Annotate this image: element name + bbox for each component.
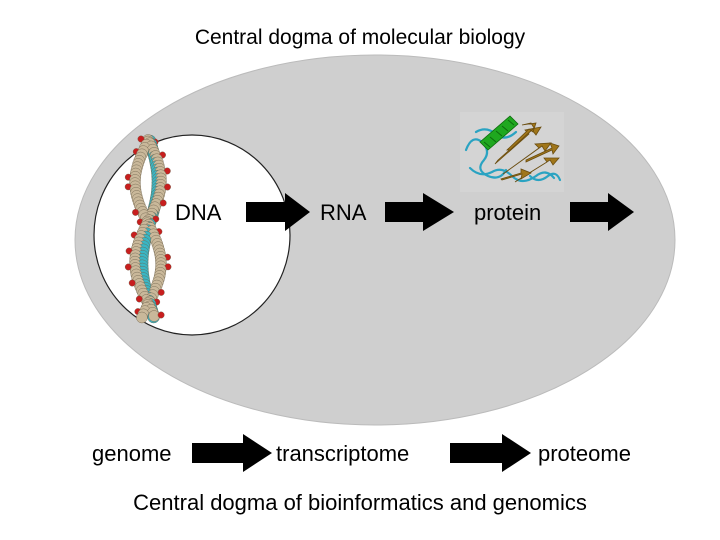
diagram-title: Central dogma of molecular biology (194, 26, 526, 49)
label-rna: RNA (320, 200, 367, 225)
protein-ribbon-structure-icon (460, 112, 564, 192)
diagram-footer: Central dogma of bioinformatics and geno… (133, 490, 587, 515)
label-protein: protein (474, 200, 542, 225)
dna-double-helix-icon (124, 134, 172, 324)
arrow-rna-to-protein (385, 193, 454, 231)
inner-circle (93, 134, 291, 336)
arrow-dna-to-rna (246, 193, 310, 231)
label-proteome: proteome (538, 441, 631, 466)
arrow-transcriptome-to-proteome (450, 434, 531, 472)
label-genome: genome (92, 441, 172, 466)
protein-alpha-helix (479, 115, 519, 151)
arrow-genome-to-transcriptome (192, 434, 272, 472)
label-transcriptome: transcriptome (276, 441, 410, 466)
arrow-protein-out (570, 193, 634, 231)
label-dna: DNA (175, 200, 222, 225)
